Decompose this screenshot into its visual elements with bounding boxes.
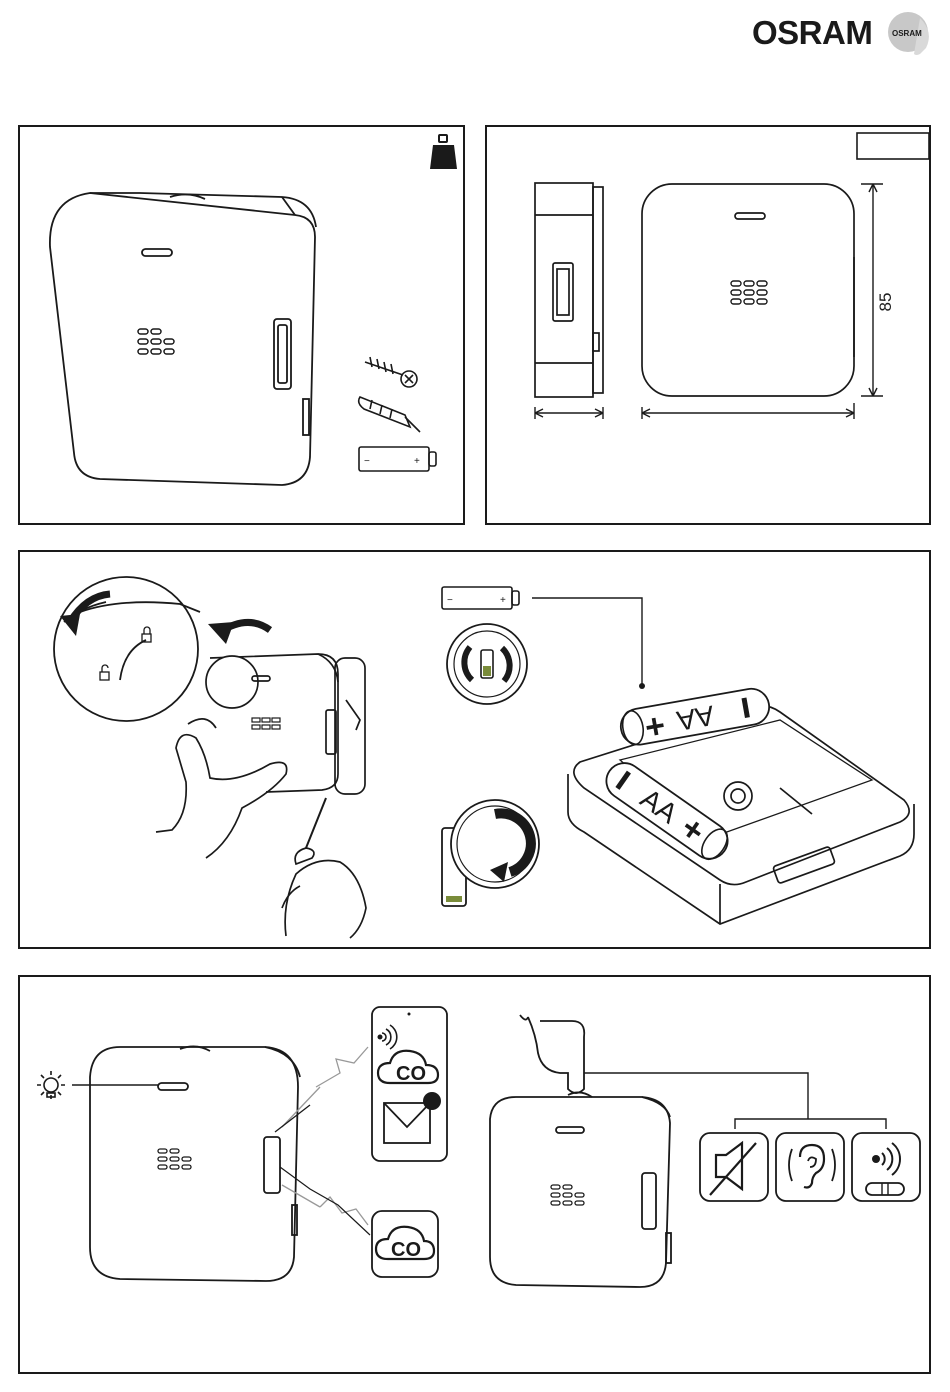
led-light-icon xyxy=(37,1071,65,1099)
detector-device-front xyxy=(90,1046,300,1281)
screw-icon xyxy=(365,357,417,387)
operation-illustration: CO CO xyxy=(20,977,929,1372)
device-side-view xyxy=(535,183,603,397)
blank-label-box xyxy=(857,133,929,159)
panel-dimensions: 85 xyxy=(485,125,931,525)
wall-plug-icon xyxy=(359,397,420,432)
panel-operation: CO CO xyxy=(18,975,931,1374)
weight-icon xyxy=(430,135,457,169)
co-cloud-label-device: CO xyxy=(391,1239,421,1261)
hearing-alarm-icon xyxy=(776,1133,844,1201)
osram-bulb-logo-icon: OSRAM xyxy=(886,10,936,58)
battery-life-clock-icon xyxy=(442,800,539,906)
device-opening-drawing xyxy=(156,654,366,938)
brand-logo-text: OSRAM xyxy=(752,14,872,52)
dimension-lines xyxy=(535,184,883,419)
logo-small-text: OSRAM xyxy=(892,29,922,38)
battery-aa-label-upper: AA xyxy=(674,700,716,737)
panel-battery-installation: − + xyxy=(18,550,931,949)
device-base-drawing xyxy=(568,706,914,924)
battery-minus-label: − xyxy=(364,456,370,467)
installation-illustration: − + xyxy=(20,552,929,947)
device-front-view xyxy=(642,184,854,396)
dimensions-illustration: 85 xyxy=(487,127,929,523)
battery-plus-label: + xyxy=(414,456,420,467)
battery-minus-label-2: − xyxy=(447,595,453,606)
panel-package-contents: − + xyxy=(18,125,465,525)
test-signal-icon xyxy=(852,1133,920,1201)
battery-replace-cycle-icon xyxy=(447,624,527,704)
smartphone-notification-icon: CO xyxy=(372,1007,447,1161)
detector-device-test-press xyxy=(490,1015,671,1287)
detector-device-drawing xyxy=(50,193,316,485)
aa-battery-small-icon: − + xyxy=(442,587,519,609)
dimension-height-label: 85 xyxy=(876,293,895,312)
unlock-detail-zoom xyxy=(54,577,200,721)
co-cloud-label-phone: CO xyxy=(396,1063,426,1085)
co-cloud-icon-device: CO xyxy=(372,1211,438,1277)
contents-illustration: − + xyxy=(20,127,463,523)
mute-alarm-icon xyxy=(700,1133,768,1201)
aa-battery-icon: − + xyxy=(359,447,436,471)
battery-plus-label-2: + xyxy=(500,595,506,606)
